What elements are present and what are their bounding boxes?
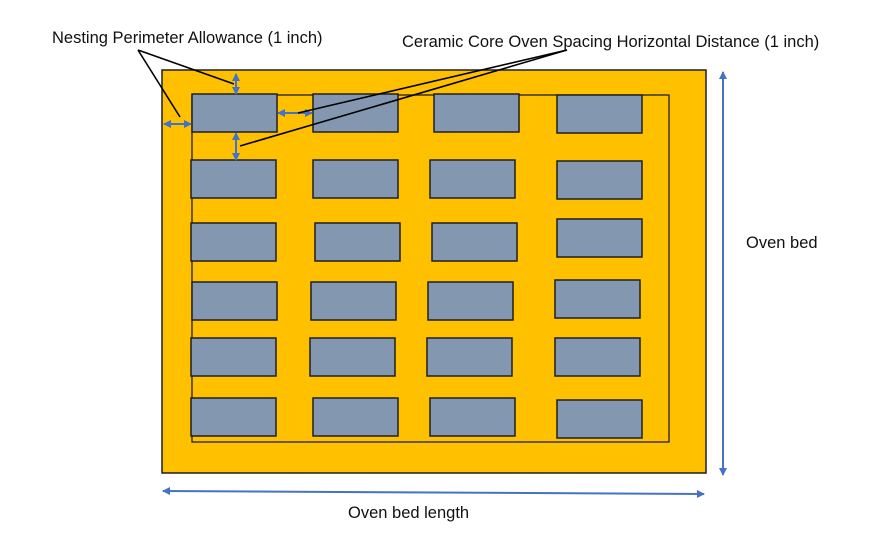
oven-bed-length-arrow xyxy=(162,487,705,498)
ceramic-core-r6-c4 xyxy=(556,399,643,439)
ceramic-core-r4-c1 xyxy=(191,281,278,321)
ceramic-core-r1-c1 xyxy=(191,93,278,133)
ceramic-core-r5-c1 xyxy=(190,337,277,377)
ceramic-core-r3-c1 xyxy=(190,222,277,262)
core-spacing-label: Ceramic Core Oven Spacing Horizontal Dis… xyxy=(402,33,819,51)
spacing-leader-line-horizontal xyxy=(297,49,568,114)
leader-lines xyxy=(137,49,568,147)
ceramic-core-r6-c1 xyxy=(190,397,277,437)
nesting-leader-line-side xyxy=(137,49,181,118)
ceramic-core-r3-c4 xyxy=(556,218,643,258)
ceramic-core-r5-c3 xyxy=(426,337,513,377)
ceramic-core-r6-c2 xyxy=(312,397,399,437)
nesting-allowance-label: Nesting Perimeter Allowance (1 inch) xyxy=(52,29,323,47)
ceramic-core-r3-c3 xyxy=(431,222,518,262)
ceramic-core-r1-c3 xyxy=(433,93,520,133)
ceramic-core-r2-c3 xyxy=(429,159,516,199)
ceramic-core-r2-c4 xyxy=(556,160,643,200)
ceramic-core-r2-c2 xyxy=(312,159,399,199)
ceramic-core-r4-c4 xyxy=(554,279,641,319)
ceramic-core-r6-c3 xyxy=(429,397,516,437)
nesting-perimeter-boundary xyxy=(191,94,670,443)
nesting-leader-line-top xyxy=(137,49,235,85)
ceramic-core-r5-c4 xyxy=(554,337,641,377)
ceramic-core-r4-c3 xyxy=(427,281,514,321)
ceramic-core-r5-c2 xyxy=(309,337,396,377)
ceramic-core-r4-c2 xyxy=(310,281,397,321)
spacing-leader-line-vertical xyxy=(239,49,568,147)
ceramic-core-r3-c2 xyxy=(314,222,401,262)
oven-bed-label: Oven bed xyxy=(746,234,818,252)
dimension-arrows xyxy=(162,71,727,498)
oven-bed-length-label: Oven bed length xyxy=(348,504,469,522)
ceramic-core-r1-c4 xyxy=(556,94,643,134)
ceramic-core-r2-c1 xyxy=(190,159,277,199)
